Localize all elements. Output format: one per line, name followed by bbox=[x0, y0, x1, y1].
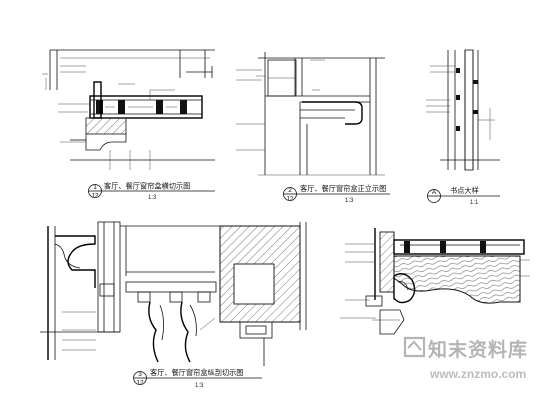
detail-2-drawing bbox=[236, 52, 385, 176]
detail-1-caption: 1 12 客厅、餐厅窗帘盒横切示图 1:3 bbox=[88, 182, 215, 201]
detail-3-caption: 3 12 客厅、餐厅窗帘盒纵剖切示图 1:3 bbox=[133, 368, 262, 389]
detail-a-number: A bbox=[432, 189, 437, 196]
detail-3-scale: 1:3 bbox=[195, 383, 204, 389]
detail-2-scale: 1:3 bbox=[345, 198, 354, 204]
detail-1-drawing bbox=[42, 49, 215, 170]
detail-2-number: 2 bbox=[288, 187, 292, 194]
detail-1-title: 客厅、餐厅窗帘盒横切示图 bbox=[104, 182, 190, 191]
detail-2-title: 客厅、餐厅窗帘盒正立示图 bbox=[300, 184, 386, 193]
detail-2-sheet: 12 bbox=[286, 196, 294, 203]
detail-4-drawing bbox=[340, 228, 530, 335]
detail-1-sheet: 12 bbox=[91, 193, 99, 200]
watermark-logo-mark bbox=[403, 336, 426, 358]
detail-3-number: 3 bbox=[138, 371, 142, 378]
detail-1-scale: 1:3 bbox=[148, 195, 157, 201]
watermark-url: www.znzmo.com bbox=[429, 367, 526, 381]
detail-3-sheet: 12 bbox=[136, 380, 144, 387]
detail-3-title: 客厅、餐厅窗帘盒纵剖切示图 bbox=[150, 368, 243, 377]
detail-a-drawing bbox=[426, 49, 500, 171]
detail-a-caption: A 书点大样 1:1 bbox=[427, 186, 500, 206]
detail-1-number: 1 bbox=[93, 184, 97, 191]
detail-a-title: 书点大样 bbox=[450, 186, 479, 195]
detail-3-drawing bbox=[40, 221, 307, 366]
detail-a-scale: 1:1 bbox=[470, 200, 479, 206]
watermark: 知末资料库 www.znzmo.com bbox=[403, 336, 528, 381]
detail-2-caption: 2 12 客厅、餐厅窗帘盒正立示图 1:3 bbox=[283, 184, 390, 204]
watermark-name: 知末资料库 bbox=[428, 338, 528, 361]
